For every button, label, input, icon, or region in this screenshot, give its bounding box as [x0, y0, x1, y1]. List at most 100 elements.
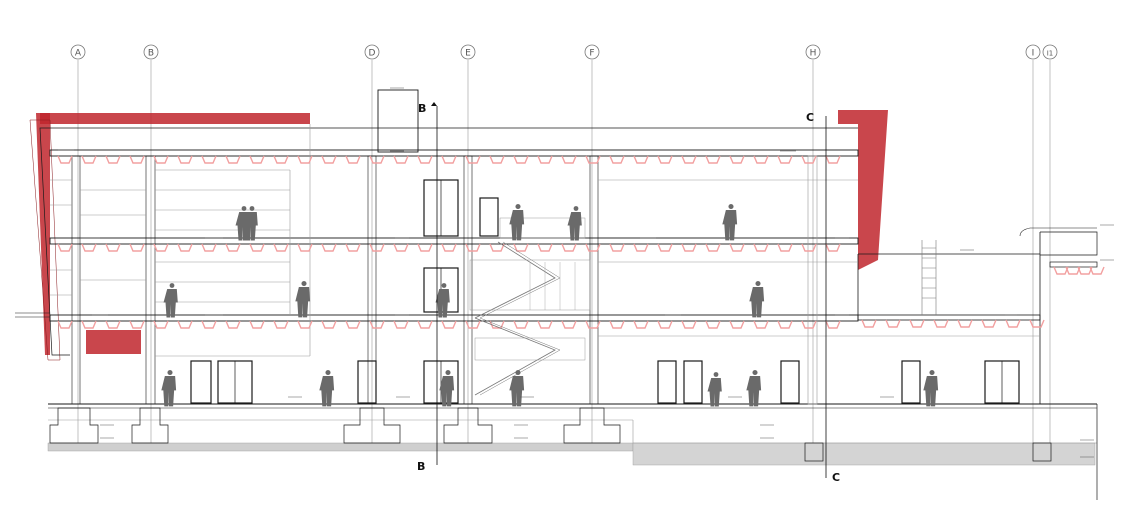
floor-rib — [681, 243, 697, 252]
floor-rib — [153, 320, 169, 329]
floor-rib — [513, 155, 529, 164]
floor-rib — [345, 243, 361, 252]
person-figure — [707, 372, 722, 407]
floor-rib — [249, 243, 265, 252]
axis-label-b: B — [148, 49, 154, 59]
floor-rib — [705, 320, 721, 329]
floor-rib — [561, 243, 577, 252]
floor-rib — [81, 243, 97, 252]
floor-rib — [345, 155, 361, 164]
floor-rib — [1089, 266, 1105, 275]
floor-rib — [609, 155, 625, 164]
floor-rib — [489, 155, 505, 164]
person-figure — [435, 283, 450, 318]
axis-e: E — [460, 44, 476, 445]
floor-rib — [297, 320, 313, 329]
floor-rib — [1077, 266, 1093, 275]
floor-rib — [369, 243, 385, 252]
axis-label-d: D — [369, 49, 376, 59]
person-figure — [439, 369, 455, 407]
floor-ribs — [57, 155, 1105, 329]
floor-rib — [609, 243, 625, 252]
floor-rib — [297, 155, 313, 164]
floor-rib — [465, 320, 481, 329]
floor-rib — [201, 320, 217, 329]
floor-rib — [153, 243, 169, 252]
person-figure — [722, 203, 738, 241]
floor-rib — [801, 320, 817, 329]
floor-rib — [249, 320, 265, 329]
floor-rib — [177, 155, 193, 164]
floor-rib — [801, 155, 817, 164]
floor-rib — [369, 320, 385, 329]
axis-d: D — [364, 44, 380, 445]
axis-i1: I1 — [1042, 44, 1058, 460]
floor-rib — [561, 320, 577, 329]
floor-rib — [129, 243, 145, 252]
floor-rib — [537, 243, 553, 252]
staircase — [469, 217, 591, 396]
building-shell — [39, 89, 1098, 405]
floor-rib — [201, 243, 217, 252]
floor-rib — [201, 155, 217, 164]
floor-rib — [393, 155, 409, 164]
floor-rib — [585, 243, 601, 252]
floor-rib — [801, 243, 817, 252]
floor-rib — [513, 243, 529, 252]
floor-rib — [81, 155, 97, 164]
floor-rib — [273, 320, 289, 329]
floor-rib — [705, 243, 721, 252]
floor-rib — [81, 320, 97, 329]
floor-rib — [489, 243, 505, 252]
axis-h: H — [805, 44, 821, 460]
floor-rib — [981, 319, 997, 328]
floor-rib — [441, 320, 457, 329]
floor-rib — [537, 320, 553, 329]
floor-rib — [105, 320, 121, 329]
axis-label-i1: I1 — [1047, 50, 1054, 58]
floor-rib — [825, 155, 841, 164]
axis-label-e: E — [465, 49, 471, 59]
floor-rib — [777, 243, 793, 252]
axis-b: B — [143, 44, 159, 445]
floor-rib — [465, 155, 481, 164]
floor-rib — [513, 320, 529, 329]
axis-label-a: A — [75, 49, 82, 59]
floor-rib — [777, 320, 793, 329]
floor-rib — [153, 155, 169, 164]
person-figure — [567, 206, 582, 241]
person-figure — [509, 203, 525, 241]
floor-rib — [57, 320, 73, 329]
floor-rib — [297, 243, 313, 252]
floor-rib — [225, 155, 241, 164]
axis-i: I — [1025, 44, 1041, 460]
floor-rib — [417, 155, 433, 164]
floor-rib — [657, 320, 673, 329]
person-figure — [163, 283, 178, 318]
floor-rib — [681, 320, 697, 329]
floor-rib — [705, 155, 721, 164]
person-figure — [319, 369, 335, 407]
floor-rib — [441, 155, 457, 164]
axis-label-h: H — [810, 49, 817, 59]
person-figure — [746, 369, 762, 407]
floor-rib — [861, 319, 877, 328]
doors — [190, 179, 1020, 404]
floor-rib — [177, 320, 193, 329]
floor-rib — [753, 155, 769, 164]
floor-rib — [933, 319, 949, 328]
section-mark-b-bottom: B — [417, 460, 425, 473]
level-marks — [58, 87, 1114, 458]
floor-rib — [369, 155, 385, 164]
floor-rib — [225, 320, 241, 329]
floor-rib — [177, 243, 193, 252]
floor-rib — [417, 320, 433, 329]
floor-rib — [393, 243, 409, 252]
floor-rib — [585, 320, 601, 329]
floor-rib — [321, 320, 337, 329]
person-figure — [749, 280, 765, 318]
floor-rib — [321, 155, 337, 164]
floor-rib — [273, 243, 289, 252]
floor-rib — [585, 155, 601, 164]
